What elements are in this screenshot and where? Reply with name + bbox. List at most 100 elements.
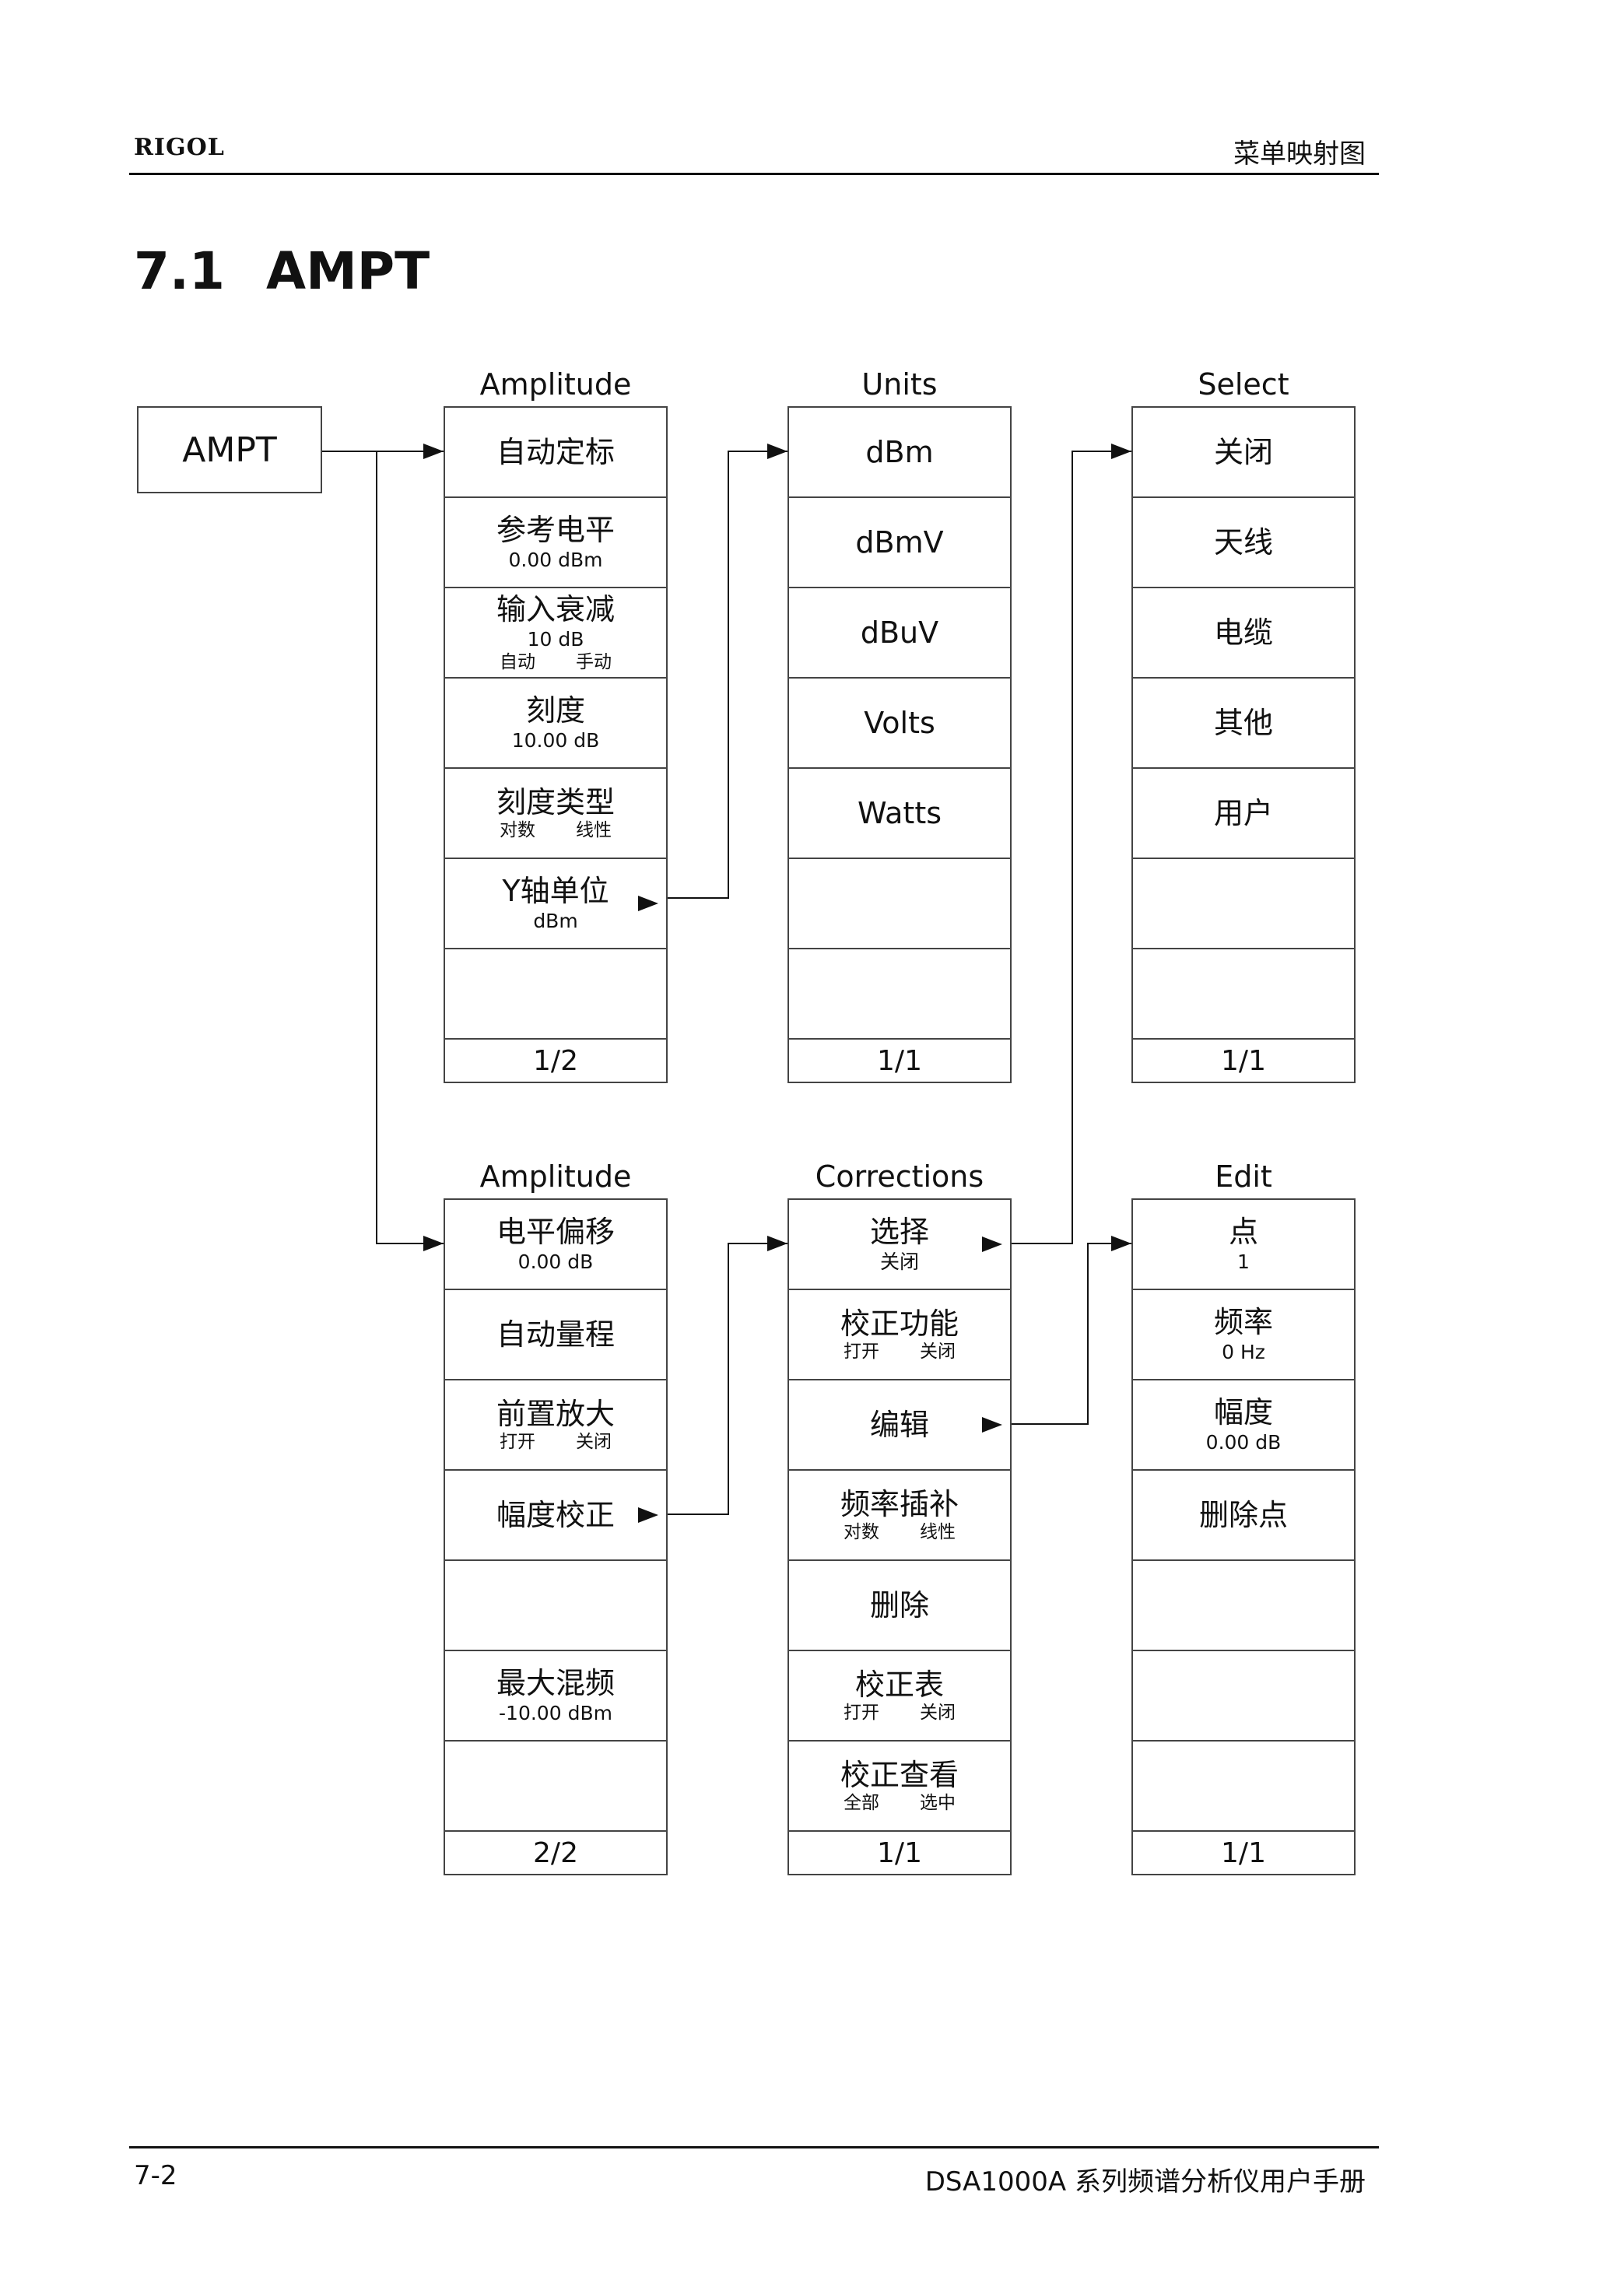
softkey-option: 关闭 bbox=[920, 1703, 956, 1723]
softkey-value: 关闭 bbox=[879, 1250, 919, 1273]
softkey-option: 打开 bbox=[844, 1342, 879, 1362]
softkey-label: 校正功能 bbox=[840, 1307, 959, 1341]
softkey-select-7[interactable] bbox=[1133, 949, 1354, 1040]
softkey-options: 打开关闭 bbox=[844, 1341, 956, 1363]
softkey-option: 关闭 bbox=[576, 1432, 612, 1452]
softkey-option: 自动 bbox=[500, 652, 535, 672]
softkey-label: dBmV bbox=[855, 525, 944, 559]
header-rule bbox=[129, 173, 1379, 175]
menu-title: Units bbox=[861, 367, 938, 402]
softkey-select-6[interactable] bbox=[1133, 859, 1354, 949]
softkey-corrections-3[interactable]: 编辑 bbox=[789, 1380, 1010, 1471]
softkey-corrections-5[interactable]: 删除 bbox=[789, 1561, 1010, 1651]
softkey-amplitude2-6[interactable]: 最大混频-10.00 dBm bbox=[445, 1651, 666, 1742]
footer-page-number: 7-2 bbox=[134, 2160, 177, 2191]
softkey-amplitude2-4[interactable]: 幅度校正 bbox=[445, 1471, 666, 1561]
softkey-units-7[interactable] bbox=[789, 949, 1010, 1040]
softkey-units-5[interactable]: Watts bbox=[789, 769, 1010, 859]
softkey-select-3[interactable]: 电缆 bbox=[1133, 588, 1354, 679]
softkey-value: 0 Hz bbox=[1222, 1341, 1265, 1363]
softkey-label: 前置放大 bbox=[496, 1397, 615, 1431]
softkey-select-4[interactable]: 其他 bbox=[1133, 679, 1354, 769]
softkey-corrections-7[interactable]: 校正查看全部选中 bbox=[789, 1742, 1010, 1832]
softkey-amplitude1-1[interactable]: 自动定标 bbox=[445, 408, 666, 498]
softkey-corrections-4[interactable]: 频率插补对数线性 bbox=[789, 1471, 1010, 1561]
softkey-units-4[interactable]: Volts bbox=[789, 679, 1010, 769]
softkey-value: 0.00 dBm bbox=[508, 549, 603, 571]
softkey-label: 刻度类型 bbox=[496, 785, 615, 819]
softkey-amplitude2-2[interactable]: 自动量程 bbox=[445, 1290, 666, 1380]
footer-rule bbox=[129, 2146, 1379, 2148]
softkey-value: 0.00 dB bbox=[517, 1250, 594, 1273]
softkey-label: 输入衰减 bbox=[496, 592, 615, 626]
softkey-amplitude2-7[interactable] bbox=[445, 1742, 666, 1832]
softkey-amplitude2-3[interactable]: 前置放大打开关闭 bbox=[445, 1380, 666, 1471]
softkey-units-1[interactable]: dBm bbox=[789, 408, 1010, 498]
section-number: 7.1 bbox=[134, 241, 225, 301]
softkey-edit-7[interactable] bbox=[1133, 1742, 1354, 1832]
softkey-edit-4[interactable]: 删除点 bbox=[1133, 1471, 1354, 1561]
submenu-arrow-icon bbox=[638, 896, 658, 911]
softkey-amplitude1-5[interactable]: 刻度类型对数线性 bbox=[445, 769, 666, 859]
softkey-edit-5[interactable] bbox=[1133, 1561, 1354, 1651]
softkey-label: 删除点 bbox=[1198, 1498, 1288, 1532]
menu-page-indicator: 1/1 bbox=[1221, 1836, 1266, 1869]
softkey-corrections-6[interactable]: 校正表打开 关闭 bbox=[789, 1651, 1010, 1742]
menu-corrections: Corrections 选择关闭校正功能打开关闭编辑频率插补对数线性删除校正表打… bbox=[787, 1159, 1012, 1875]
menu-title: Amplitude bbox=[479, 367, 632, 402]
softkey-label: Y轴单位 bbox=[502, 874, 609, 908]
softkey-corrections-1[interactable]: 选择关闭 bbox=[789, 1200, 1010, 1290]
softkey-label: 编辑 bbox=[869, 1408, 929, 1442]
softkey-select-5[interactable]: 用户 bbox=[1133, 769, 1354, 859]
softkey-units-3[interactable]: dBuV bbox=[789, 588, 1010, 679]
softkey-option: 线性 bbox=[920, 1522, 956, 1542]
softkey-label: 幅度 bbox=[1213, 1395, 1273, 1429]
softkey-select-2[interactable]: 天线 bbox=[1133, 498, 1354, 588]
softkey-value: -10.00 dBm bbox=[499, 1702, 612, 1724]
connector-edit-to-editmenu bbox=[1012, 1236, 1131, 1425]
softkey-select-1[interactable]: 关闭 bbox=[1133, 408, 1354, 498]
softkey-value: 1 bbox=[1237, 1250, 1250, 1273]
brand-logo: RIGOL bbox=[134, 134, 225, 161]
softkey-edit-6[interactable] bbox=[1133, 1651, 1354, 1742]
softkey-option: 手动 bbox=[576, 652, 612, 672]
submenu-arrow-icon bbox=[982, 1417, 1002, 1433]
softkey-option: 全部 bbox=[844, 1793, 879, 1813]
softkey-label: 自动量程 bbox=[496, 1317, 615, 1352]
connector-yunit-to-units bbox=[668, 444, 787, 899]
softkey-amplitude1-7[interactable] bbox=[445, 949, 666, 1040]
softkey-label: 天线 bbox=[1213, 525, 1273, 559]
softkey-label: 校正查看 bbox=[840, 1758, 959, 1792]
softkey-option: 对数 bbox=[500, 820, 535, 840]
softkey-units-6[interactable] bbox=[789, 859, 1010, 949]
softkey-label: 校正表 bbox=[854, 1668, 944, 1702]
softkey-options: 对数线性 bbox=[844, 1521, 956, 1543]
softkey-label: 电缆 bbox=[1213, 616, 1273, 650]
softkey-amplitude2-5[interactable] bbox=[445, 1561, 666, 1651]
root-key-ampt: AMPT bbox=[137, 406, 322, 493]
softkey-label: 最大混频 bbox=[496, 1666, 615, 1700]
softkey-label: 刻度 bbox=[525, 693, 585, 728]
softkey-label: 幅度校正 bbox=[496, 1498, 615, 1532]
softkey-option: 打开 bbox=[844, 1703, 879, 1723]
softkey-units-2[interactable]: dBmV bbox=[789, 498, 1010, 588]
softkey-label: dBm bbox=[865, 435, 934, 469]
menu-page-indicator: 1/1 bbox=[877, 1836, 922, 1869]
softkey-corrections-2[interactable]: 校正功能打开关闭 bbox=[789, 1290, 1010, 1380]
menu-page-indicator: 1/1 bbox=[877, 1044, 922, 1077]
connector-ampcorr-to-corrections bbox=[668, 1236, 787, 1515]
